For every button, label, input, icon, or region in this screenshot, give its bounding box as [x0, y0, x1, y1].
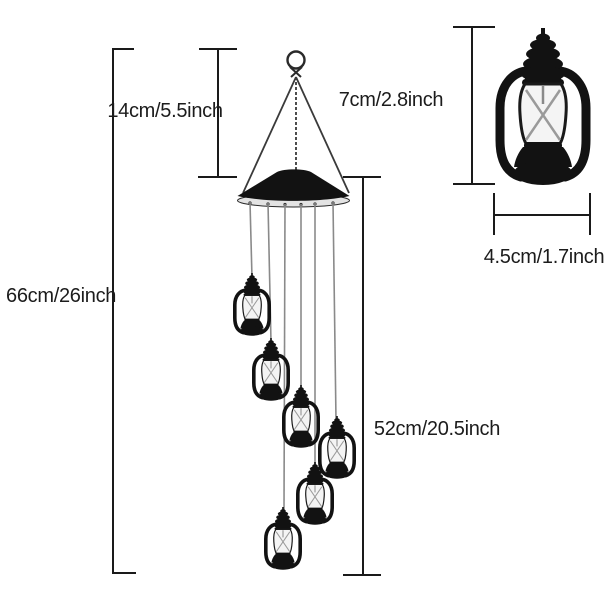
lantern-icon: [233, 271, 272, 338]
hanger-height-label: 14cm/5.5inch: [107, 100, 223, 122]
detail-lantern-height-label: 7cm/2.8inch: [338, 89, 444, 111]
dimension-lines: [112, 26, 591, 576]
total-height-dimension-line: [112, 48, 136, 574]
lantern-icon: [318, 414, 357, 481]
hanger-height-dimension-line: [198, 48, 237, 178]
detail-lantern-icon: [500, 28, 586, 185]
hanging-hook: [286, 50, 306, 78]
detail-lantern-width-label: 4.5cm/1.7inch: [483, 246, 605, 268]
lantern-icon: [282, 383, 321, 450]
chime-lanterns: [233, 271, 357, 572]
lantern-icon: [264, 505, 303, 572]
lantern-icon: [252, 336, 291, 403]
lantern-width-dimension-line: [493, 193, 591, 235]
lantern-height-dimension-line: [453, 26, 495, 185]
chime-drop-height-label: 52cm/20.5inch: [373, 418, 501, 440]
hanger-chains: [242, 76, 350, 194]
drop-height-dimension-line: [343, 176, 381, 576]
solar-panel-top: [237, 169, 350, 208]
total-height-label: 66cm/26inch: [6, 285, 117, 307]
hanging-strings: [249, 201, 337, 512]
